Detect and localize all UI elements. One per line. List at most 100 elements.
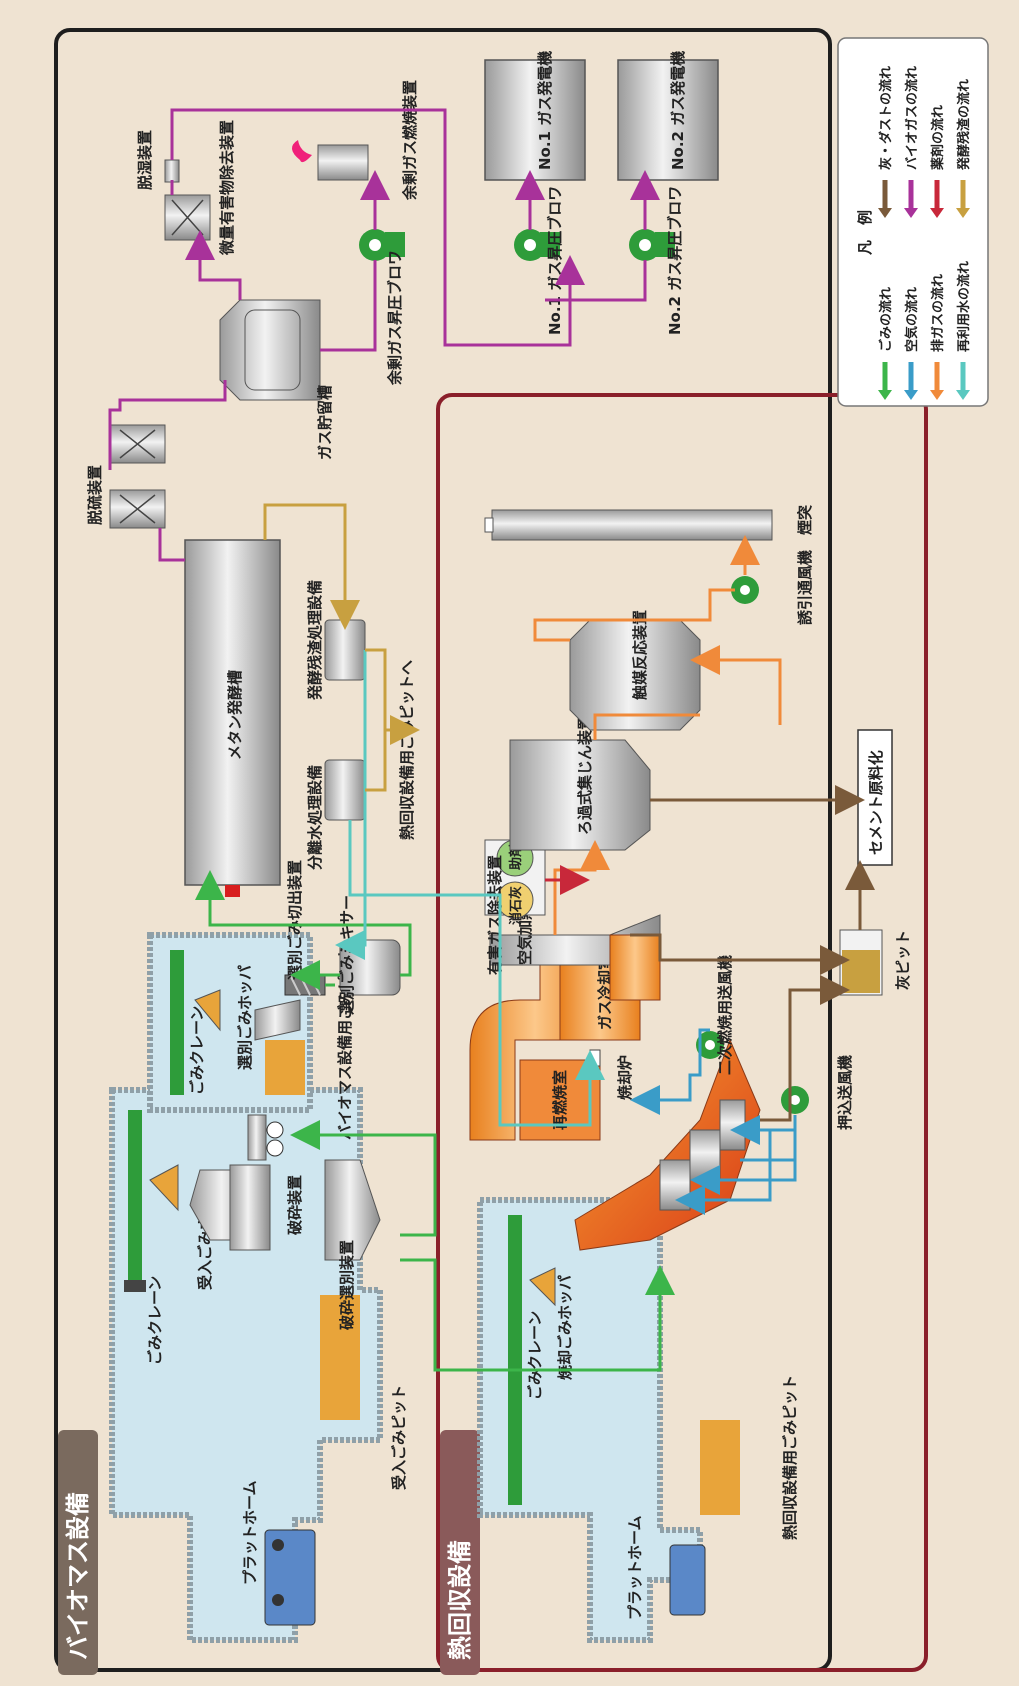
gas-holder-label: ガス貯留槽 [316, 385, 334, 460]
pit-garbage [320, 1295, 360, 1420]
legend-arrowhead-6 [930, 208, 944, 218]
crush-sorter-label: 破砕選別装置 [338, 1240, 356, 1330]
flow-reused-water [335, 650, 605, 1127]
legend: 凡 例 [837, 37, 989, 407]
legend-label-1: 空気の流れ [904, 287, 920, 352]
catalyst-label: 触媒反応装置 [631, 610, 649, 700]
to-heat-pit-label: 熱回収設備用ごみピットへ [398, 660, 416, 840]
flow-residue [263, 503, 420, 792]
separated-water-unit [324, 759, 366, 821]
platform-label-1: プラットホーム [241, 1480, 259, 1585]
ash-pit [839, 929, 883, 996]
desulfurizer-label: 脱硫装置 [86, 465, 104, 525]
flow-garbage [195, 870, 675, 1372]
generator-2 [617, 59, 719, 181]
section-tab-biomass: バイオマス設備 [58, 1430, 98, 1675]
excess-blower-label: 余剰ガス昇圧ブロワ [386, 250, 404, 386]
legend-label-7: 発酵残渣の流れ [956, 79, 972, 171]
legend-arrowhead-1 [904, 390, 918, 400]
desulfurizer [109, 424, 166, 529]
blower-1 [514, 229, 560, 261]
dehumidifier-label: 脱湿装置 [136, 130, 154, 190]
legend-arrowhead-7 [956, 208, 970, 218]
methane-tank [184, 539, 281, 897]
bag-filter-label: ろ過式集じん装置 [576, 715, 594, 835]
platform-label-2: プラットホーム [626, 1515, 644, 1620]
legend-label-4: 灰・ダストの流れ [878, 66, 894, 170]
flow-biogas [108, 108, 660, 562]
section-tab-heat-recovery: 熱回収設備 [440, 1430, 480, 1675]
reburn-label: 再燃焼室 [551, 1070, 569, 1130]
svg-text:バイオマス設備: バイオマス設備 [64, 1492, 92, 1660]
separated-water-label: 分離水処理設備 [306, 765, 324, 870]
trace-removal [164, 194, 211, 241]
generator-2-label: No.2 ガス発電機 [669, 51, 687, 170]
crusher [247, 1114, 284, 1161]
flow-exhaust [533, 535, 782, 935]
incin-hopper-label: 焼却ごみホッパ [556, 1275, 574, 1380]
legend-label-6: 薬剤の流れ [930, 105, 946, 171]
ash-pit-label: 灰ピット [894, 930, 912, 990]
residue-treatment-unit [324, 619, 366, 681]
legend-arrowhead-3 [956, 390, 970, 400]
slaked-lime-label: 消石灰 [508, 886, 524, 925]
heat-pit [477, 1197, 703, 1643]
crane-2-label: ごみクレーン [188, 1006, 206, 1095]
induced-fan [731, 576, 759, 604]
blower-1-label: No.1 ガス昇圧ブロワ [546, 186, 564, 335]
legend-label-3: 再利用水の流れ [956, 261, 972, 352]
induced-fan-label: 誘引通風機 [796, 550, 814, 625]
svg-text:熱回収設備: 熱回収設備 [446, 1540, 474, 1660]
air-heater [489, 914, 661, 1001]
heat-pit-label: 熱回収設備用ごみピット [781, 1375, 799, 1540]
receiving-hopper [189, 1164, 271, 1251]
incinerator-label: 焼却炉 [616, 1055, 634, 1100]
crane-1-label: ごみクレーン [146, 1276, 164, 1365]
push-fan-label: 押込送風機 [836, 1055, 854, 1130]
crane-1 [124, 1110, 179, 1292]
chimney-label: 煙突 [796, 505, 814, 535]
excess-blower [359, 229, 405, 261]
heat-crane-label: ごみクレーン [526, 1311, 544, 1400]
blower-2-label: No.2 ガス昇圧ブロワ [666, 186, 684, 335]
legend-label-0: ごみの流れ [878, 287, 894, 352]
heat-crane [508, 1215, 556, 1505]
generator-1 [484, 59, 586, 181]
sorted-hopper [254, 999, 301, 1041]
truck-icon-2 [669, 1544, 706, 1616]
legend-label-5: バイオガスの流れ [904, 66, 920, 170]
secondary-fan-label: 二次燃焼用送風機 [716, 955, 734, 1075]
flow-ash [630, 785, 875, 1122]
residue-treatment-label: 発酵残渣処理設備 [306, 580, 324, 701]
flow-air [630, 1028, 797, 1215]
sorted-cutter-label: 選別ごみ切出装置 [286, 860, 304, 980]
excess-burner-label: 余剰ガス燃焼装置 [401, 80, 419, 201]
legend-title: 凡 例 [856, 210, 874, 255]
sorted-mixer-label: 選別ごみミキサー [338, 895, 356, 1015]
truck-icon-1 [264, 1529, 316, 1626]
cement-label: セメント原料化 [867, 750, 885, 855]
legend-arrowhead-4 [878, 208, 892, 218]
chimney [484, 509, 773, 541]
push-fan [781, 1086, 809, 1114]
receiving-pit-label: 受入ごみピット [390, 1385, 408, 1490]
blower-2 [629, 229, 675, 261]
crane-2 [170, 950, 221, 1095]
secondary-fan [696, 1031, 724, 1059]
legend-arrowhead-2 [930, 390, 944, 400]
crusher-label: 破砕装置 [286, 1175, 304, 1235]
generator-1-label: No.1 ガス発電機 [536, 51, 554, 170]
excess-burner [291, 140, 369, 181]
receiving-pit [109, 1087, 383, 1643]
legend-arrowhead-5 [904, 208, 918, 218]
trace-removal-label: 微量有害物除去装置 [218, 120, 236, 256]
bag-filter [509, 739, 651, 851]
sorted-hopper-label: 選別ごみホッパ [236, 965, 254, 1070]
legend-items: ごみの流れ空気の流れ排ガスの流れ再利用水の流れ 灰・ダストの流れバイオガスの流れ薬… [878, 66, 972, 400]
methane-tank-label: メタン発酵槽 [226, 670, 244, 760]
heat-recovery-frame [436, 393, 928, 1672]
legend-label-2: 排ガスの流れ [930, 274, 946, 352]
crush-sorter [324, 1159, 381, 1261]
dehumidifier [164, 159, 180, 183]
